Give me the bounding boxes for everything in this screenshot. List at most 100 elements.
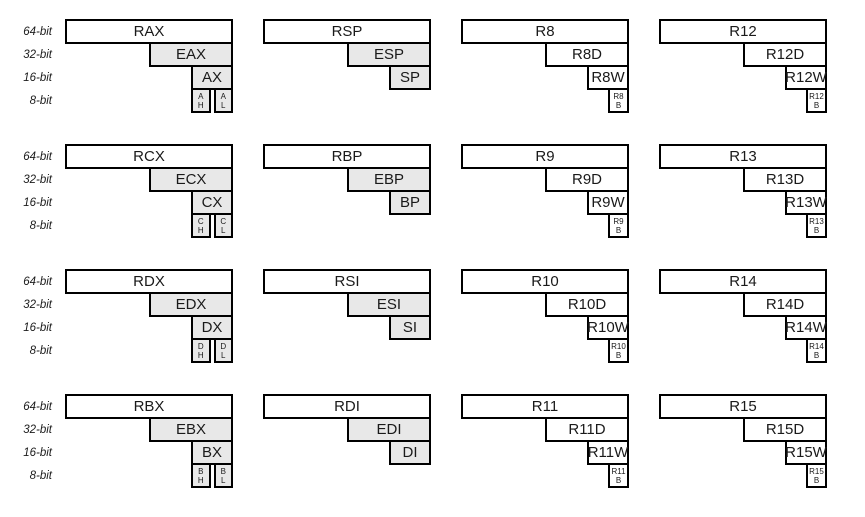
- register-box-di: DI: [389, 440, 431, 465]
- row-16bit: R14W: [659, 315, 827, 340]
- register-box-r12: R12: [659, 19, 827, 44]
- row-32bit: R13D: [659, 167, 827, 192]
- register-box-edi: EDI: [347, 417, 431, 442]
- row-32bit: EDI: [263, 417, 431, 442]
- register-box-r15w: R15W: [785, 440, 827, 465]
- row-64bit: RBX: [65, 394, 233, 419]
- register-box-esi: ESI: [347, 292, 431, 317]
- row-64bit: R9: [461, 144, 629, 169]
- register-box-r14d: R14D: [743, 292, 827, 317]
- register-box-line: R12: [809, 91, 824, 101]
- register-box-eax: EAX: [149, 42, 233, 67]
- bit-width-label-32bit: 32-bit: [23, 298, 52, 311]
- register-box-ecx: ECX: [149, 167, 233, 192]
- register-box-line: L: [221, 350, 226, 360]
- row-64bit: RSP: [263, 19, 431, 44]
- bit-width-label-64bit: 64-bit: [23, 150, 52, 163]
- row-32bit: EDX: [65, 292, 233, 317]
- register-box-dx: DX: [191, 315, 233, 340]
- register-box-esp: ESP: [347, 42, 431, 67]
- row-64bit: R15: [659, 394, 827, 419]
- register-box-line: R10: [611, 341, 626, 351]
- register-box-rbp: RBP: [263, 144, 431, 169]
- register-box-r13: R13: [659, 144, 827, 169]
- bit-width-labels: 64-bit 32-bit 16-bit 8-bit: [0, 145, 65, 237]
- register-box-rbx: RBX: [65, 394, 233, 419]
- register-box-line: H: [197, 475, 204, 485]
- register-box-r8: R8: [461, 19, 629, 44]
- row-32bit: R15D: [659, 417, 827, 442]
- register-box-sp: SP: [389, 65, 431, 90]
- register-box-edx: EDX: [149, 292, 233, 317]
- register-box-line: L: [221, 475, 226, 485]
- row-64bit: R13: [659, 144, 827, 169]
- row-32bit: ESI: [263, 292, 431, 317]
- row-64bit: RDX: [65, 269, 233, 294]
- register-box-r13w: R13W: [785, 190, 827, 215]
- row-64bit: R14: [659, 269, 827, 294]
- register-box-r10w: R10W: [587, 315, 629, 340]
- register-box-line: C: [220, 216, 227, 226]
- row-32bit: R9D: [461, 167, 629, 192]
- bit-width-label-8bit: 8-bit: [29, 219, 52, 232]
- register-box-r14w: R14W: [785, 315, 827, 340]
- register-box-r8w: R8W: [587, 65, 629, 90]
- row-16bit: BP: [263, 190, 431, 215]
- register-box-line: A: [198, 91, 204, 101]
- register-box-rdx: RDX: [65, 269, 233, 294]
- register-box-ebp: EBP: [347, 167, 431, 192]
- register-box-line: D: [220, 341, 227, 351]
- row-8bit: [263, 338, 431, 363]
- row-32bit: R8D: [461, 42, 629, 67]
- row-8bit: [263, 463, 431, 488]
- register-box-line: B: [615, 475, 622, 485]
- register-box-line: L: [221, 100, 226, 110]
- register-box-line: B: [220, 466, 226, 476]
- row-16bit: SP: [263, 65, 431, 90]
- register-box-bp: BP: [389, 190, 431, 215]
- row-32bit: EBX: [65, 417, 233, 442]
- register-box-r11d: R11D: [545, 417, 629, 442]
- register-box-rsp: RSP: [263, 19, 431, 44]
- register-box-line: R15: [809, 466, 824, 476]
- register-box-line: B: [813, 475, 820, 485]
- bit-width-label-8bit: 8-bit: [29, 94, 52, 107]
- bit-width-label-32bit: 32-bit: [23, 173, 52, 186]
- bit-width-label-16bit: 16-bit: [23, 321, 52, 334]
- row-16bit: AX: [65, 65, 233, 90]
- bit-width-label-16bit: 16-bit: [23, 196, 52, 209]
- row-16bit: R13W: [659, 190, 827, 215]
- bit-width-label-8bit: 8-bit: [29, 469, 52, 482]
- row-32bit: R12D: [659, 42, 827, 67]
- register-box-si: SI: [389, 315, 431, 340]
- row-32bit: ECX: [65, 167, 233, 192]
- register-box-r10d: R10D: [545, 292, 629, 317]
